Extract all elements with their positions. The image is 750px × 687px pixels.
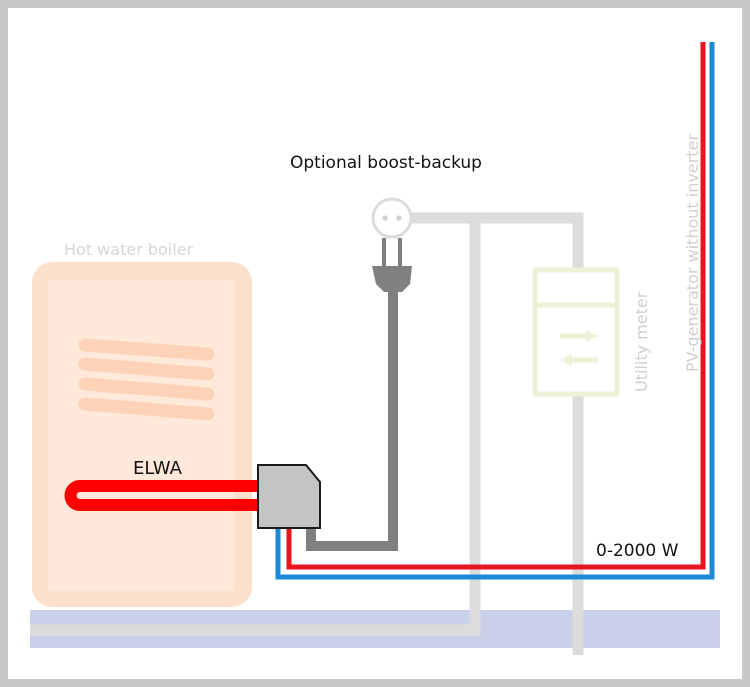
pv-generator-label: PV-generator without inverter <box>683 134 702 372</box>
mains-wire-to-ground <box>405 212 584 655</box>
hot-water-boiler <box>32 262 252 607</box>
boost-backup-label: Optional boost-backup <box>290 153 482 173</box>
mains-wiring <box>30 212 584 655</box>
boiler-inner <box>48 280 234 590</box>
dc-positive-wire <box>286 42 706 570</box>
utility-meter-label: Utility meter <box>632 291 651 392</box>
elwa-label: ELWA <box>133 458 182 479</box>
plug-icon <box>372 238 412 292</box>
socket-icon <box>371 197 413 239</box>
bidirectional-arrows-icon <box>560 330 598 366</box>
utility-meter <box>532 267 620 397</box>
meter-body <box>532 267 620 397</box>
hot-water-boiler-label: Hot water boiler <box>64 240 194 259</box>
mains-wire-house <box>30 218 481 636</box>
heating-element <box>64 480 265 511</box>
power-range-label: 0-2000 W <box>596 541 679 561</box>
boost-cable <box>306 275 398 551</box>
heat-exchanger-coil <box>78 338 215 421</box>
dc-negative-wire <box>275 42 715 580</box>
elwa-device <box>257 464 321 529</box>
